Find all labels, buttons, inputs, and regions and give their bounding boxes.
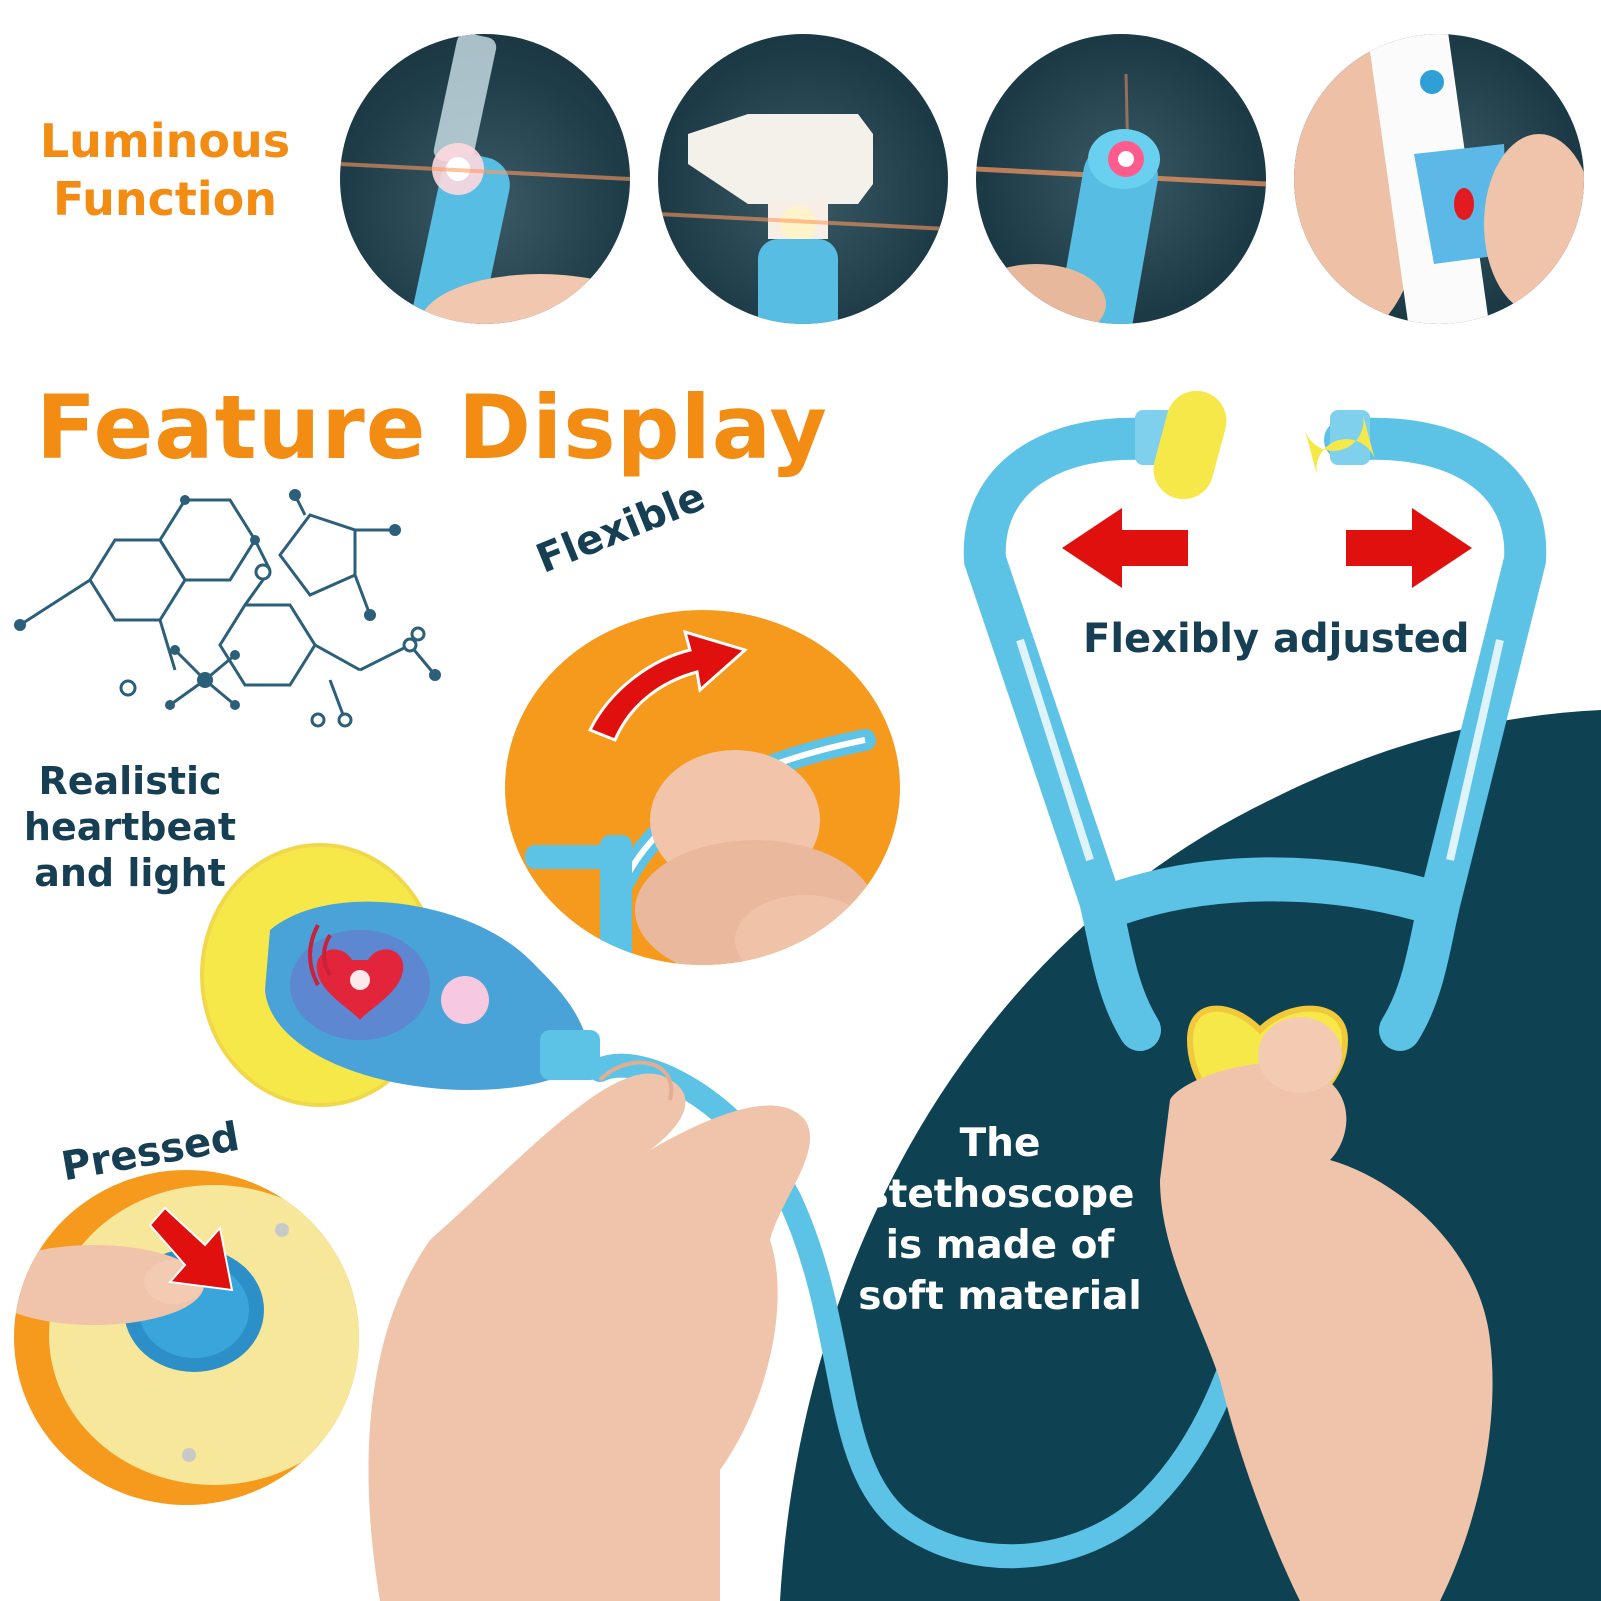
- soft-material-caption: The stethoscope is made of soft material: [820, 1118, 1180, 1322]
- photo-circle-pressed: [14, 1170, 359, 1505]
- soft-line1: The stethoscope: [865, 1121, 1135, 1217]
- photo-circle-thermometer: [1294, 34, 1584, 324]
- luminous-line2: Function: [52, 172, 277, 226]
- heartbeat-line1: Realistic: [38, 759, 222, 803]
- soft-line2: is made of: [885, 1223, 1115, 1268]
- photo-circle-otoscope: [658, 34, 948, 324]
- photo-circle-flexible: [505, 610, 900, 965]
- flexibly-adjusted-label: Flexibly adjusted: [1083, 616, 1470, 662]
- luminous-function-title: Luminous Function: [30, 112, 300, 228]
- heartbeat-caption: Realistic heartbeat and light: [10, 758, 250, 896]
- photo-circle-tongue-depressor: [340, 34, 630, 324]
- feature-display-title: Feature Display: [36, 376, 828, 479]
- heartbeat-line3: and light: [34, 851, 226, 895]
- soft-line3: soft material: [858, 1274, 1142, 1319]
- luminous-line1: Luminous: [39, 114, 291, 168]
- photo-circle-flashlight: [976, 34, 1266, 324]
- heartbeat-line2: heartbeat: [23, 805, 237, 849]
